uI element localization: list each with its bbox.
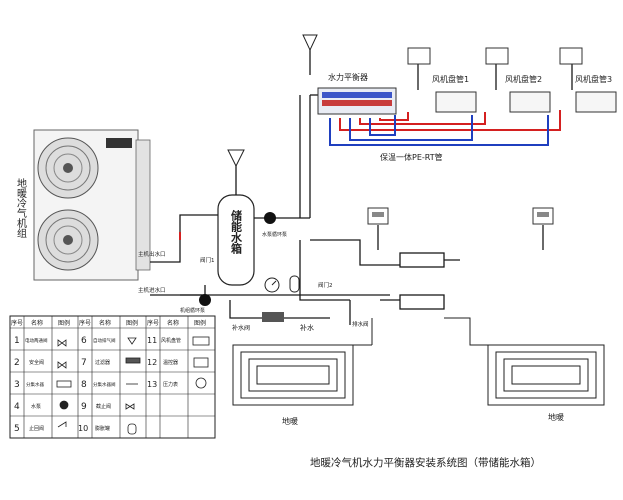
legend-header: 图例: [58, 319, 70, 327]
thermostat-icon: [367, 207, 389, 225]
label-main-out: 主机出水口: [138, 250, 166, 258]
legend-index: 2: [14, 358, 20, 368]
floor-heating-loop: [232, 318, 373, 406]
legend-name: 安全阀: [29, 359, 44, 366]
fan-coil: [407, 47, 477, 113]
label-valve1: 阀门1: [200, 256, 215, 264]
legend-index: 6: [81, 336, 87, 346]
legend-name: 风机盘管: [161, 337, 181, 344]
fan-icon: [37, 137, 99, 199]
legend-header: 名称: [31, 319, 43, 327]
legend-table: [9, 315, 216, 439]
fan-coil: [485, 47, 551, 113]
legend-index: 13: [147, 380, 157, 389]
thermostat-icon: [193, 357, 209, 368]
legend-name: 温控器: [163, 359, 178, 366]
legend-name: 截止阀: [96, 403, 111, 410]
legend-index: 1: [14, 336, 20, 346]
label-drain: 排水阀: [352, 320, 369, 328]
fan-coil: [559, 47, 617, 113]
legend-header: 图例: [194, 319, 206, 327]
legend-symbols: [56, 336, 210, 435]
pump-icon: [264, 212, 276, 224]
pump-icon: [199, 294, 211, 306]
stop-valve-icon: [125, 403, 135, 410]
floor-heating-loop: [444, 317, 605, 406]
legend-name: 分集水器阀: [93, 381, 116, 388]
legend-index: 12: [147, 358, 157, 367]
legend-name: 过滤器: [95, 359, 110, 366]
pressure-gauge-icon: [195, 377, 207, 389]
air-vent-icon: [127, 337, 137, 345]
legend-name: 压力表: [163, 381, 178, 388]
fan-coil-label: 风机盘管3: [575, 74, 612, 84]
legend-header: 序号: [147, 319, 159, 327]
pressure-gauge-icon: [264, 277, 280, 293]
fan-coil-label: 风机盘管1: [432, 74, 469, 84]
fan-icon: [37, 209, 99, 271]
legend-index: 5: [14, 424, 20, 434]
check-valve-icon: [57, 421, 67, 428]
floor-label: 地暖: [548, 412, 564, 422]
label-refill-valve: 补水阀: [232, 324, 250, 332]
legend-header: 序号: [11, 319, 23, 327]
legend-index: 8: [81, 380, 87, 390]
legend-index: 4: [14, 402, 20, 412]
pump-icon: [59, 400, 69, 410]
label-main-in: 主机进水口: [138, 286, 166, 294]
legend-row: 3 分集水器 8 分集水器阀 13 压力表: [14, 380, 178, 390]
expansion-tank-icon: [127, 423, 137, 435]
legend-row: 1 电动两通阀 6 自动排气阀 11 风机盘管: [14, 336, 181, 346]
legend-index: 7: [81, 358, 87, 368]
label-return: 机组循环泵: [180, 307, 205, 314]
fan-coil-label: 风机盘管2: [505, 74, 542, 84]
legend-index: 9: [81, 402, 87, 412]
heat-pump-unit: [33, 129, 151, 281]
legend-row: 5 止回阀 10 膨胀罐: [14, 424, 110, 434]
fan-coil-icon: [192, 336, 210, 346]
legend-header: 图例: [126, 319, 138, 327]
legend-name: 自动排气阀: [93, 337, 116, 344]
air-vent-icon: [302, 34, 318, 52]
legend-index: 10: [78, 424, 88, 433]
pipes-return: [329, 115, 549, 146]
floor-label: 地暖: [282, 416, 298, 426]
manifold-icon: [56, 380, 72, 388]
diagram-title: 地暖冷气机水力平衡器安装系统图（带储能水箱）: [310, 456, 541, 469]
legend-name: 分集水器: [26, 381, 44, 388]
tank-label: 储能水箱: [230, 209, 243, 255]
expansion-tank-icon: [227, 149, 245, 168]
label-valve2: 阀门2: [318, 281, 333, 289]
safety-valve-icon: [57, 361, 67, 369]
legend-index: 3: [14, 380, 20, 390]
label-pump: 水泵循环泵: [262, 231, 287, 238]
legend-index: 11: [147, 336, 157, 345]
balancer-label: 水力平衡器: [328, 72, 368, 82]
filter-icon: [262, 312, 284, 322]
legend-name: 水泵: [31, 403, 41, 410]
legend-row: 2 安全阀 7 过滤器 12 温控器: [14, 358, 178, 368]
legend-name: 电动两通阀: [25, 337, 48, 344]
unit-label: 地暖冷气机组: [15, 177, 27, 238]
legend-row: 4 水泵 9 截止阀: [14, 402, 111, 412]
pipe-label: 保温一体PE-RT管: [380, 152, 443, 162]
legend-name: 止回阀: [29, 425, 44, 432]
legend-header: 名称: [99, 319, 111, 327]
expansion-vessel-icon: [289, 275, 300, 293]
hydraulic-balancer: [317, 87, 397, 115]
filter-icon: [125, 357, 141, 364]
legend-header: 名称: [167, 319, 179, 327]
motor-valve-icon: [57, 339, 67, 347]
legend-header: 序号: [79, 319, 91, 327]
label-refill: 补水: [300, 323, 314, 332]
legend-name: 膨胀罐: [95, 425, 110, 432]
thermostat-icon: [532, 207, 554, 225]
